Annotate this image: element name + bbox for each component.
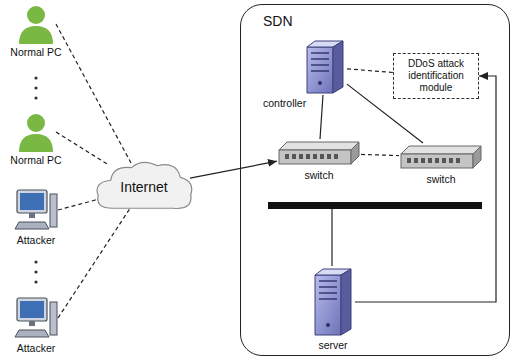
- switch-icon: [277, 139, 361, 167]
- icon-label: Normal PC: [6, 46, 66, 59]
- connector: [355, 76, 496, 302]
- server-icon: [303, 39, 347, 95]
- computer-icon: [14, 188, 58, 232]
- connector: [190, 161, 277, 178]
- computer-icon: [14, 296, 58, 340]
- icon-label: switch: [399, 173, 483, 186]
- internet-cloud: Internet: [92, 158, 196, 216]
- icon-label: server: [311, 339, 355, 352]
- icon-label: switch: [277, 169, 361, 182]
- person-icon: [16, 4, 56, 44]
- connector: [347, 69, 393, 73]
- person-icon: [16, 112, 56, 152]
- normal-pc: Normal PC: [6, 4, 66, 59]
- connector: [56, 132, 109, 165]
- bus-drop-line: [331, 209, 332, 266]
- connector: [320, 95, 323, 139]
- cloud-label: Internet: [92, 158, 196, 216]
- connector: [56, 24, 132, 165]
- attacker-pc: Attacker: [6, 296, 66, 355]
- detection-module: DDoS attack identification module: [393, 53, 479, 99]
- icon-label: controller: [263, 97, 353, 110]
- network-bus: [268, 202, 482, 209]
- switch-icon: [399, 143, 483, 171]
- server: server: [311, 267, 355, 352]
- connector: [58, 199, 98, 210]
- controller-server: controller: [263, 39, 353, 110]
- sdn-region: SDN controller DDoS attack identification …: [240, 4, 510, 356]
- ellipsis-dots: [34, 76, 37, 283]
- region-title: SDN: [241, 5, 509, 29]
- icon-label: Attacker: [6, 234, 66, 247]
- network-switch: switch: [399, 143, 483, 186]
- server-icon: [311, 267, 355, 337]
- connector: [58, 209, 130, 318]
- icon-label: Attacker: [6, 342, 66, 355]
- network-switch: switch: [277, 139, 361, 182]
- attacker-pc: Attacker: [6, 188, 66, 247]
- module-label: DDoS attack identification module: [397, 58, 475, 94]
- connector: [361, 154, 399, 155]
- normal-pc: Normal PC: [6, 112, 66, 167]
- icon-label: Normal PC: [6, 154, 66, 167]
